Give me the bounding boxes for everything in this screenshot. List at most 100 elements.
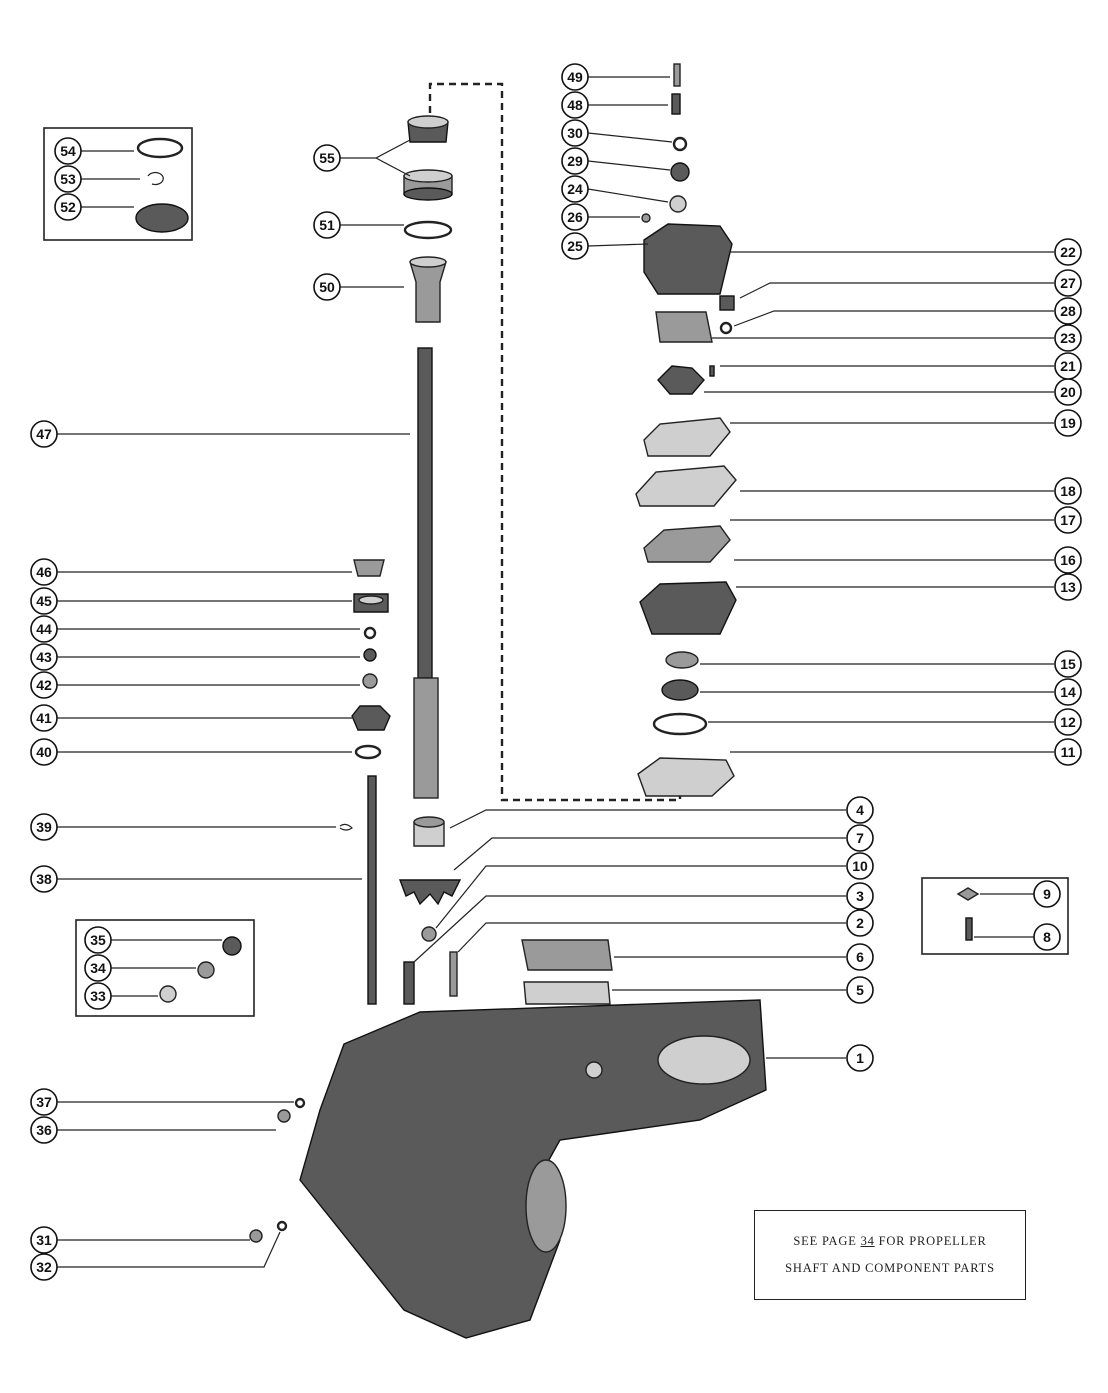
svg-text:49: 49 (567, 69, 583, 85)
svg-text:21: 21 (1060, 358, 1076, 374)
callout-53: 53 (54, 165, 82, 193)
svg-text:46: 46 (36, 564, 52, 580)
callout-17: 17 (1054, 506, 1082, 534)
part-40-o-ring (354, 744, 382, 760)
part-29-seal (670, 162, 690, 182)
callout-26: 26 (561, 203, 589, 231)
svg-text:15: 15 (1060, 656, 1076, 672)
callout-43: 43 (30, 643, 58, 671)
callout-18: 18 (1054, 477, 1082, 505)
svg-text:25: 25 (567, 238, 583, 254)
part-53-retaining-ring (147, 171, 164, 186)
svg-text:14: 14 (1060, 684, 1076, 700)
svg-text:43: 43 (36, 649, 52, 665)
part-39-clip (339, 823, 353, 831)
callout-36: 36 (30, 1116, 58, 1144)
part-20-impeller (657, 365, 705, 395)
callout-20: 20 (1054, 378, 1082, 406)
svg-text:27: 27 (1060, 275, 1076, 291)
part-33-screw (159, 985, 177, 1003)
svg-text:34: 34 (90, 960, 106, 976)
callout-23: 23 (1054, 324, 1082, 352)
callout-41: 41 (30, 704, 58, 732)
svg-text:4: 4 (856, 802, 864, 818)
part-45-bearing (353, 593, 389, 613)
callout-8: 8 (1033, 923, 1061, 951)
callout-30: 30 (561, 119, 589, 147)
callout-13: 13 (1054, 573, 1082, 601)
callout-49: 49 (561, 63, 589, 91)
callout-50: 50 (313, 273, 341, 301)
part-21-key (709, 365, 715, 377)
svg-text:47: 47 (36, 426, 52, 442)
inset-box-33-35 (75, 919, 255, 1017)
part-54-o-ring (136, 137, 184, 159)
svg-text:52: 52 (60, 199, 76, 215)
part-32-washer (276, 1220, 288, 1232)
svg-text:2: 2 (856, 915, 864, 931)
callout-12: 12 (1054, 708, 1082, 736)
svg-text:5: 5 (856, 982, 864, 998)
part-19-gasket (643, 417, 731, 457)
part-44-washer (363, 626, 377, 640)
callout-1: 1 (846, 1044, 874, 1072)
part-13-pump-base (639, 581, 737, 635)
part-30-washer (672, 136, 688, 152)
callout-10: 10 (846, 852, 874, 880)
part-41-gear (351, 705, 391, 731)
part-48-stud (671, 93, 681, 115)
callout-32: 32 (30, 1253, 58, 1281)
svg-text:18: 18 (1060, 483, 1076, 499)
svg-text:16: 16 (1060, 552, 1076, 568)
svg-text:22: 22 (1060, 244, 1076, 260)
part-14-bearing (661, 679, 699, 701)
part-43-nut (363, 648, 377, 662)
callout-54: 54 (54, 137, 82, 165)
callout-44: 44 (30, 615, 58, 643)
svg-text:26: 26 (567, 209, 583, 225)
svg-text:29: 29 (567, 153, 583, 169)
part-51-o-ring (403, 220, 453, 240)
callout-7: 7 (846, 824, 874, 852)
part-7-pinion-gear (398, 879, 462, 906)
callout-38: 38 (30, 865, 58, 893)
part-31-plug (249, 1229, 263, 1243)
callout-24: 24 (561, 175, 589, 203)
svg-text:41: 41 (36, 710, 52, 726)
callout-37: 37 (30, 1088, 58, 1116)
part-10-nut (421, 926, 437, 942)
part-34-seal (197, 961, 215, 979)
part-12-o-ring (652, 712, 708, 736)
part-26-nut (641, 213, 651, 223)
part-46-bearing (353, 559, 385, 577)
inset-box-52-54 (43, 127, 193, 241)
svg-text:40: 40 (36, 744, 52, 760)
inset-box-8-9 (921, 877, 1069, 955)
part-23-liner (655, 311, 713, 343)
part-15-seal (665, 651, 699, 669)
svg-text:3: 3 (856, 888, 864, 904)
part-2-stud (449, 951, 458, 997)
callout-35: 35 (84, 926, 112, 954)
part-27-spring (719, 295, 735, 311)
svg-text:48: 48 (567, 97, 583, 113)
svg-text:12: 12 (1060, 714, 1076, 730)
part-37-washer (294, 1097, 306, 1109)
svg-text:9: 9 (1043, 886, 1051, 902)
callout-42: 42 (30, 671, 58, 699)
callout-19: 19 (1054, 409, 1082, 437)
callout-6: 6 (846, 943, 874, 971)
svg-text:17: 17 (1060, 512, 1076, 528)
callout-40: 40 (30, 738, 58, 766)
callout-14: 14 (1054, 678, 1082, 706)
svg-text:44: 44 (36, 621, 52, 637)
propeller-shaft-note: SEE PAGE 34 FOR PROPELLER SHAFT AND COMP… (754, 1210, 1026, 1300)
callout-9: 9 (1033, 880, 1061, 908)
svg-text:24: 24 (567, 181, 583, 197)
callout-4: 4 (846, 796, 874, 824)
callout-25: 25 (561, 232, 589, 260)
svg-text:50: 50 (319, 279, 335, 295)
svg-text:23: 23 (1060, 330, 1076, 346)
callout-21: 21 (1054, 352, 1082, 380)
